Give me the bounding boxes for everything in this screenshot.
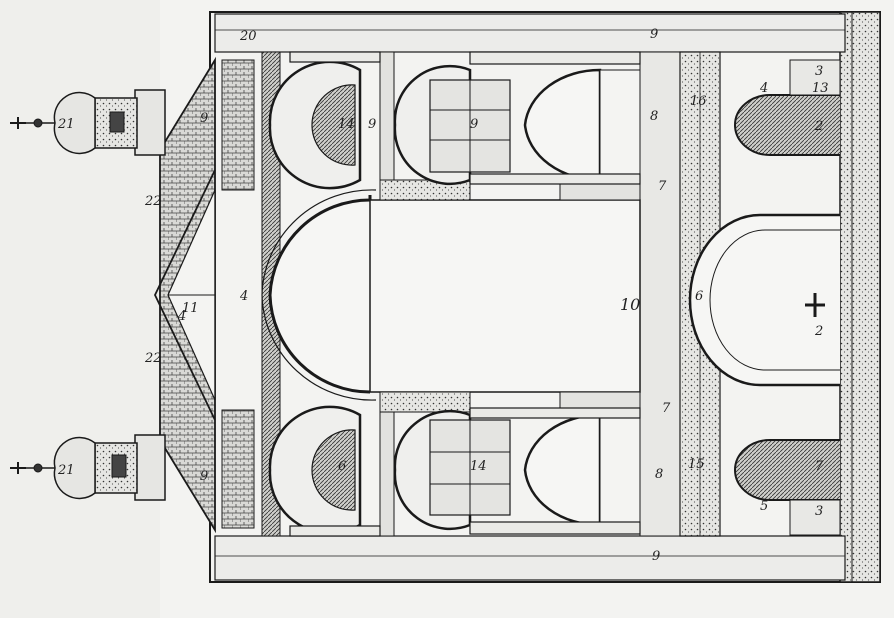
label-11: 11 — [182, 301, 199, 316]
label-4-ground-bottom: 5 — [760, 499, 768, 514]
label-6-center: 6 — [695, 289, 703, 304]
pilaster-band-3 — [639, 51, 681, 537]
label-14-bottom: 14 — [470, 459, 487, 474]
label-4-gable: 4 — [177, 309, 186, 324]
brick-panel-top — [221, 59, 255, 191]
label-9-roof-bottom: 9 — [200, 469, 208, 484]
label-2-ground: 2 — [814, 119, 823, 134]
central-arch — [268, 195, 372, 394]
base-plinth — [839, 11, 881, 583]
ground-main-arch — [688, 213, 840, 387]
bottom-cornice — [214, 535, 846, 581]
label-10: 10 — [620, 295, 640, 314]
label-8-bottom: 8 — [655, 467, 663, 482]
cross-icon — [805, 293, 825, 317]
ground-small-arch-bottom — [733, 439, 840, 501]
label-15: 15 — [688, 457, 705, 472]
label-7-bottom: 7 — [662, 401, 671, 416]
lantern-top — [10, 89, 166, 156]
ground-small-arch-top — [733, 94, 840, 156]
label-21-bottom: 21 — [57, 463, 75, 478]
label-14-top: 14 — [338, 117, 355, 132]
label-21-top: 21 — [57, 117, 75, 132]
label-4-ground-top: 4 — [759, 81, 768, 96]
label-22-bottom: 22 — [144, 351, 162, 366]
roof-gable — [154, 169, 216, 421]
label-9-window: 9 — [470, 117, 478, 132]
label-6-lower-bay: 6 — [338, 459, 346, 474]
central-bay — [369, 199, 641, 393]
impost-bottom — [379, 391, 471, 413]
label-8-top: 8 — [650, 109, 658, 124]
label-9-top-right: 9 — [650, 27, 658, 42]
label-7-ground: 7 — [815, 459, 824, 474]
column-shafts — [289, 51, 641, 537]
label-3-bottom: 3 — [815, 504, 823, 519]
label-3-top: 3 — [815, 64, 823, 79]
lower-arch-right-bottom — [523, 413, 602, 527]
label-7-top: 7 — [658, 179, 667, 194]
label-9-bottom-right: 9 — [652, 549, 660, 564]
label-20: 20 — [239, 29, 257, 44]
top-cornice — [214, 13, 846, 53]
label-9-roof-top: 9 — [200, 111, 208, 126]
facade — [154, 11, 881, 583]
label-2-center: 2 — [814, 324, 823, 339]
label-16: 16 — [690, 94, 707, 109]
label-4-pediment: 4 — [239, 289, 248, 304]
label-13: 13 — [812, 81, 829, 96]
label-22-top: 22 — [144, 194, 162, 209]
brick-panel-bottom — [221, 409, 255, 529]
label-9-upper-bay: 9 — [368, 117, 376, 132]
lantern-bottom — [10, 434, 166, 501]
drawing-labels: 9 9 14 9 8 7 16 2 6 10 7 8 15 14 6 9 9 4… — [57, 27, 829, 564]
